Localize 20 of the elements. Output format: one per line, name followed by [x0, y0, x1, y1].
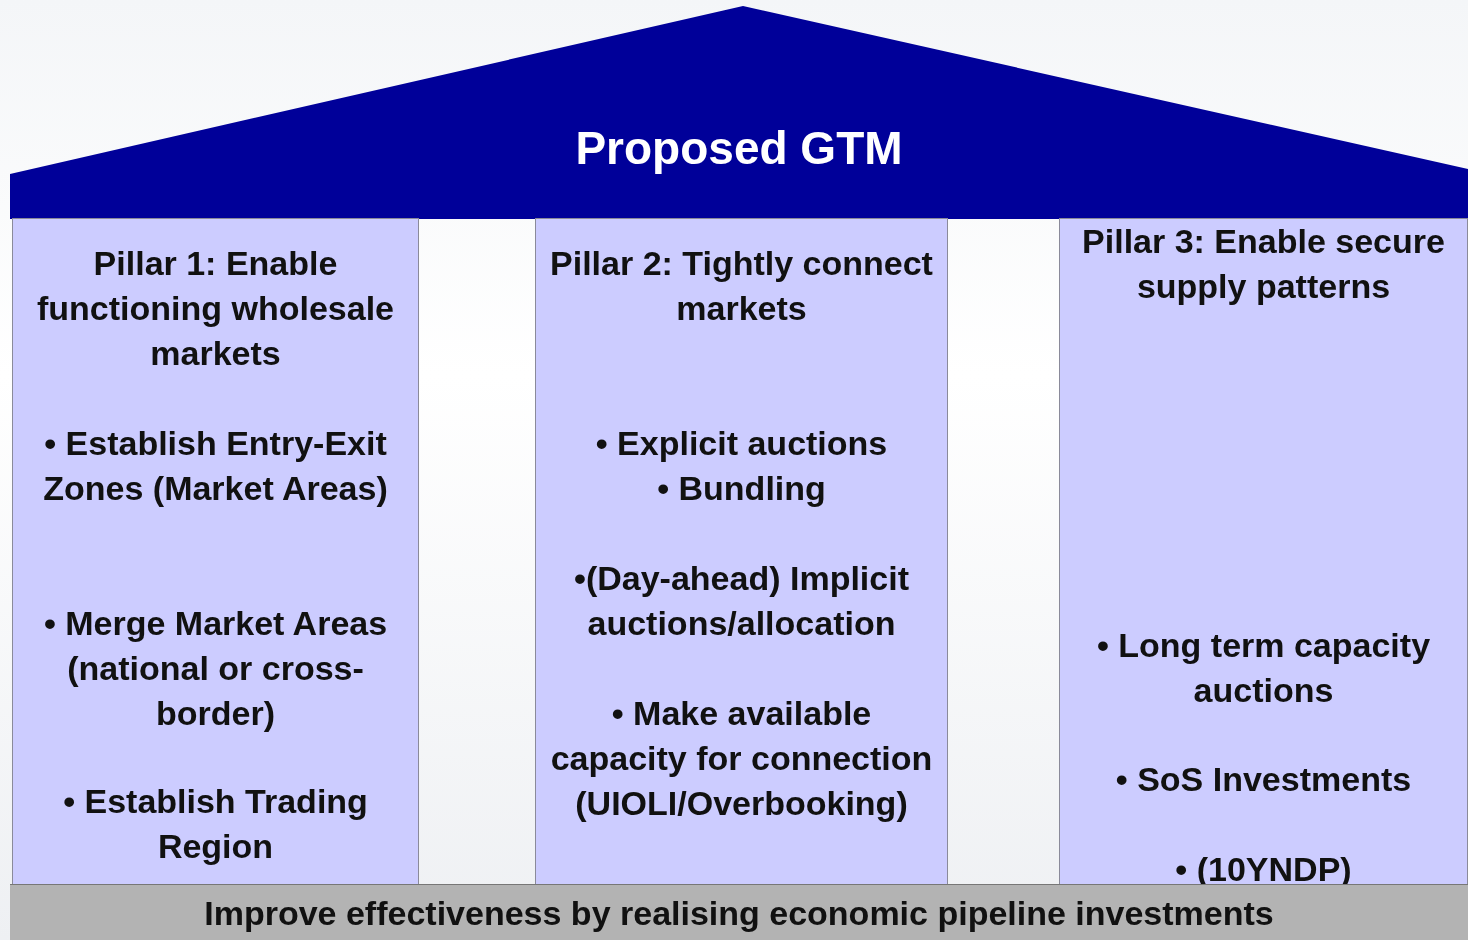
bullet-item: • Bundling	[656, 468, 827, 509]
base-text: Improve effectiveness by realising economic pipeline investments	[203, 893, 1275, 933]
bullet-item: • Establish Trading Region	[62, 781, 369, 867]
pillar-panel	[12, 218, 419, 885]
bullet-item: • (10YNDP)	[1174, 849, 1353, 890]
pillar-heading: Pillar 1: Enable functioning wholesale markets	[36, 243, 395, 374]
bullet-item: • Merge Market Areas (national or cross-border)	[42, 603, 389, 734]
bullet-item: • Make available capacity for connection (UIOLI/Overbooking)	[549, 693, 934, 824]
pillar-heading: Pillar 3: Enable secure supply patterns	[1081, 221, 1446, 307]
bullet-item: • Establish Entry-Exit Zones (Market Areas)	[42, 423, 389, 509]
bullet-item: • SoS Investments	[1114, 759, 1413, 800]
roof-shape	[10, 6, 1468, 219]
base-band	[10, 884, 1468, 940]
pillar-heading: Pillar 2: Tightly connect markets	[549, 243, 934, 329]
bullet-item: •(Day-ahead) Implicit auctions/allocation	[573, 558, 910, 644]
bullet-item: • Explicit auctions	[594, 423, 889, 464]
pillar-panel	[1059, 218, 1468, 885]
pillar-panel	[535, 218, 948, 885]
roof-title: Proposed GTM	[574, 121, 904, 176]
bullet-item: • Long term capacity auctions	[1095, 625, 1432, 711]
